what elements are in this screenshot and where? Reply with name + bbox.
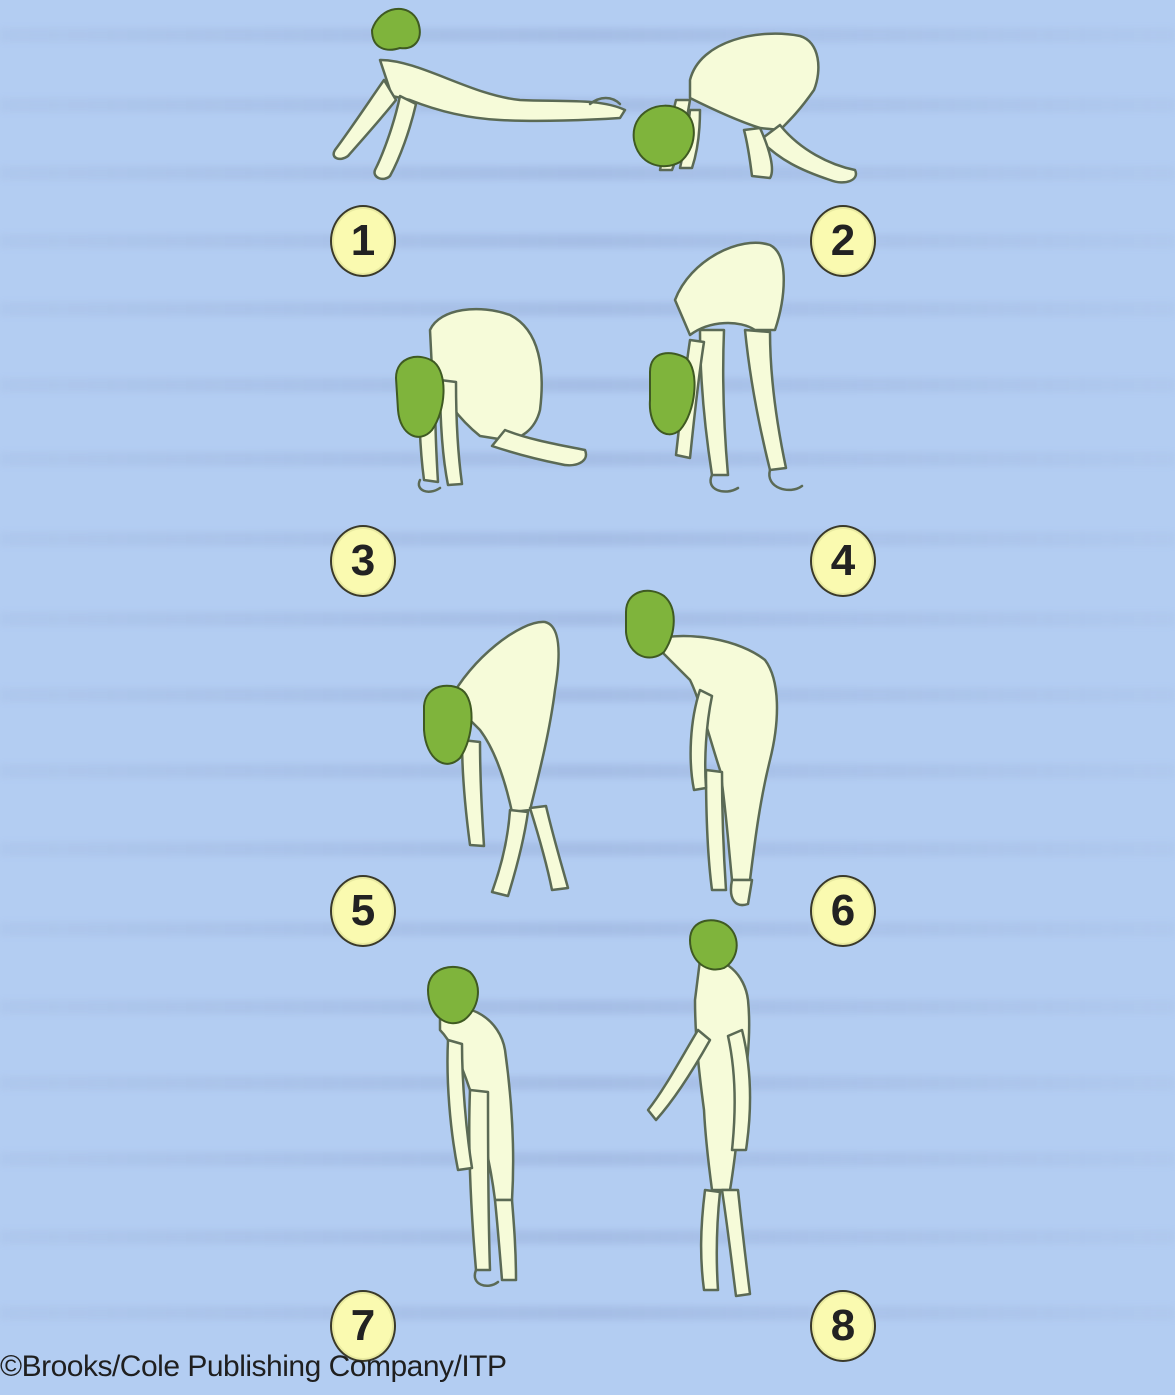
step-badge-4: 4 <box>810 525 876 597</box>
figure-8-upright <box>648 959 750 1296</box>
step-badge-1: 1 <box>330 205 396 277</box>
step-label: 4 <box>831 536 855 586</box>
step-badge-8: 8 <box>810 1290 876 1362</box>
figure-6-hair <box>626 591 674 658</box>
step-label: 5 <box>351 886 375 936</box>
figure-1-prone <box>334 60 625 179</box>
figure-1-hair <box>372 9 420 50</box>
figure-7-hands-on-knees <box>440 1007 516 1285</box>
step-label: 2 <box>831 216 855 266</box>
step-badge-6: 6 <box>810 875 876 947</box>
figure-3-hands-and-knees <box>419 309 586 492</box>
figure-2-hair <box>634 106 694 167</box>
step-label: 7 <box>351 1301 375 1351</box>
figure-6-stooped-standing <box>650 636 777 905</box>
figure-7-hair <box>428 967 478 1023</box>
figure-4-bent-over-standing <box>675 243 802 492</box>
figure-5-bending-forward <box>450 622 568 896</box>
step-badge-2: 2 <box>810 205 876 277</box>
step-label: 8 <box>831 1301 855 1351</box>
step-label: 6 <box>831 886 855 936</box>
step-badge-3: 3 <box>330 525 396 597</box>
figure-2-kneeling-head-down <box>660 34 856 183</box>
step-label: 3 <box>351 536 375 586</box>
figure-8-hair <box>690 920 737 969</box>
step-badge-5: 5 <box>330 875 396 947</box>
figure-5-hair <box>424 686 472 764</box>
copyright-credit: ©Brooks/Cole Publishing Company/ITP <box>0 1350 507 1384</box>
step-label: 1 <box>351 216 375 266</box>
